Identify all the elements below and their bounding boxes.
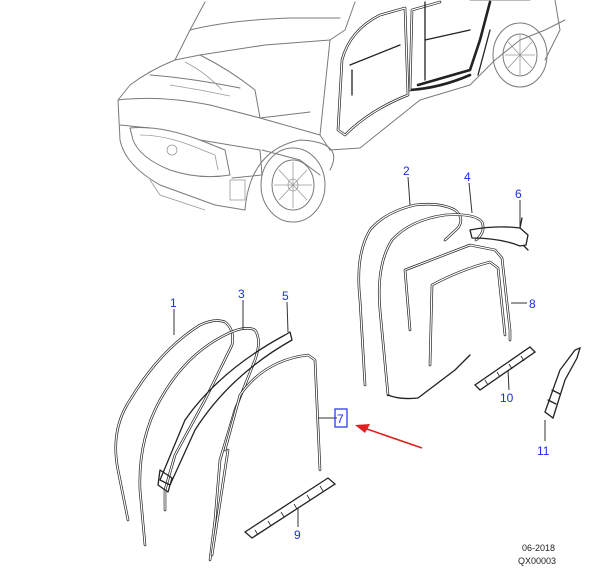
rear-door-seal-group xyxy=(357,202,582,420)
highlight-box xyxy=(334,408,348,428)
seal-part-8 xyxy=(403,243,512,342)
callout-labels: 1 3 5 2 4 6 8 7 9 10 11 xyxy=(170,164,550,542)
callout-6: 6 xyxy=(515,187,522,201)
callout-8: 8 xyxy=(529,297,536,311)
callout-11: 11 xyxy=(537,444,550,458)
vehicle-illustration xyxy=(117,0,566,223)
callout-4: 4 xyxy=(464,170,471,184)
diagram-footer: 06-2018 QX00003 xyxy=(518,543,556,566)
callout-3: 3 xyxy=(238,287,245,301)
seal-part-2 xyxy=(357,202,463,387)
callout-5: 5 xyxy=(282,289,289,303)
seal-part-9 xyxy=(243,477,337,539)
callout-1: 1 xyxy=(170,296,177,310)
seal-part-6 xyxy=(469,226,529,247)
seal-part-10 xyxy=(473,346,537,391)
callout-10: 10 xyxy=(500,391,514,405)
seal-part-1 xyxy=(114,319,234,522)
front-door-seal-group xyxy=(114,319,337,562)
callout-2: 2 xyxy=(403,164,410,178)
seal-part-5 xyxy=(159,331,293,486)
callout-7: 7 xyxy=(337,412,344,426)
pointer-arrow xyxy=(355,424,423,449)
callout-9: 9 xyxy=(294,528,301,542)
leader-lines xyxy=(173,176,546,527)
footer-date: 06-2018 xyxy=(522,543,555,553)
seal-part-11 xyxy=(544,346,582,420)
footer-code: QX00003 xyxy=(518,556,556,566)
